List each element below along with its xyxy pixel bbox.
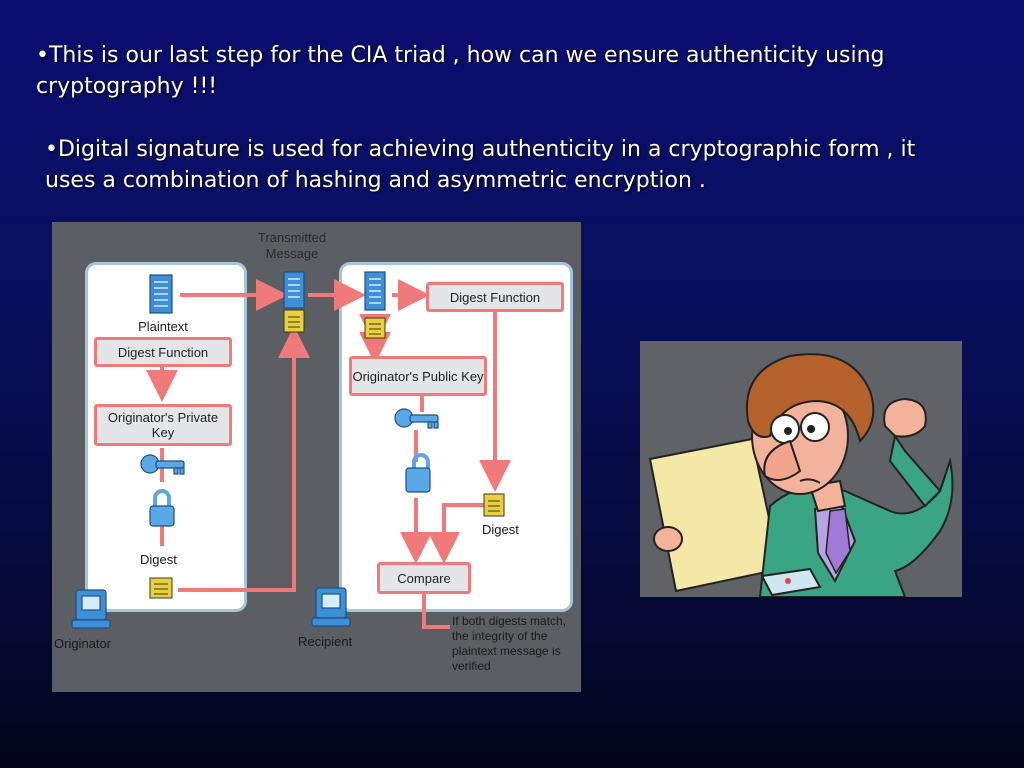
computer-icon (71, 589, 111, 629)
plaintext-label: Plaintext (138, 319, 188, 334)
confused-man-reading-paper-illustration (640, 341, 962, 598)
digital-signature-diagram: Transmitted Message Plaintext Digest Fun… (52, 222, 581, 692)
bullet-authenticity-intro: •This is our last step for the CIA triad… (36, 43, 885, 99)
private-key-box: Originator's Private Key (94, 404, 232, 446)
digest-icon (483, 493, 505, 517)
compare-box: Compare (377, 562, 471, 594)
digest-label-right: Digest (482, 522, 519, 537)
bullet-digital-signature: •Digital signature is used for achieving… (45, 137, 916, 193)
digest-icon (149, 577, 173, 599)
digest-function-box-right: Digest Function (426, 282, 564, 312)
transmitted-message-label: Transmitted Message (257, 230, 327, 261)
computer-icon (311, 587, 351, 627)
document-icon (149, 274, 173, 314)
line-compare-to-note (422, 594, 450, 629)
digest-label-left: Digest (140, 552, 177, 567)
arrow-digest-up-to-transmitted (178, 326, 310, 592)
verification-note: If both digests match, the integrity of … (452, 614, 567, 673)
digest-icon (283, 309, 305, 333)
public-key-box: Originator's Public Key (349, 356, 487, 396)
padlock-icon (405, 453, 431, 493)
recipient-label: Recipient (298, 634, 353, 649)
arrow-digest-to-compare (428, 503, 484, 564)
document-icon (283, 271, 305, 309)
padlock-icon (149, 489, 175, 527)
originator-label: Originator (54, 636, 112, 651)
digest-icon (364, 317, 386, 339)
diagram-connectors (71, 271, 511, 629)
key-icon (394, 408, 439, 429)
digest-function-box: Digest Function (94, 337, 232, 367)
key-icon (140, 454, 185, 475)
document-icon (364, 271, 386, 311)
